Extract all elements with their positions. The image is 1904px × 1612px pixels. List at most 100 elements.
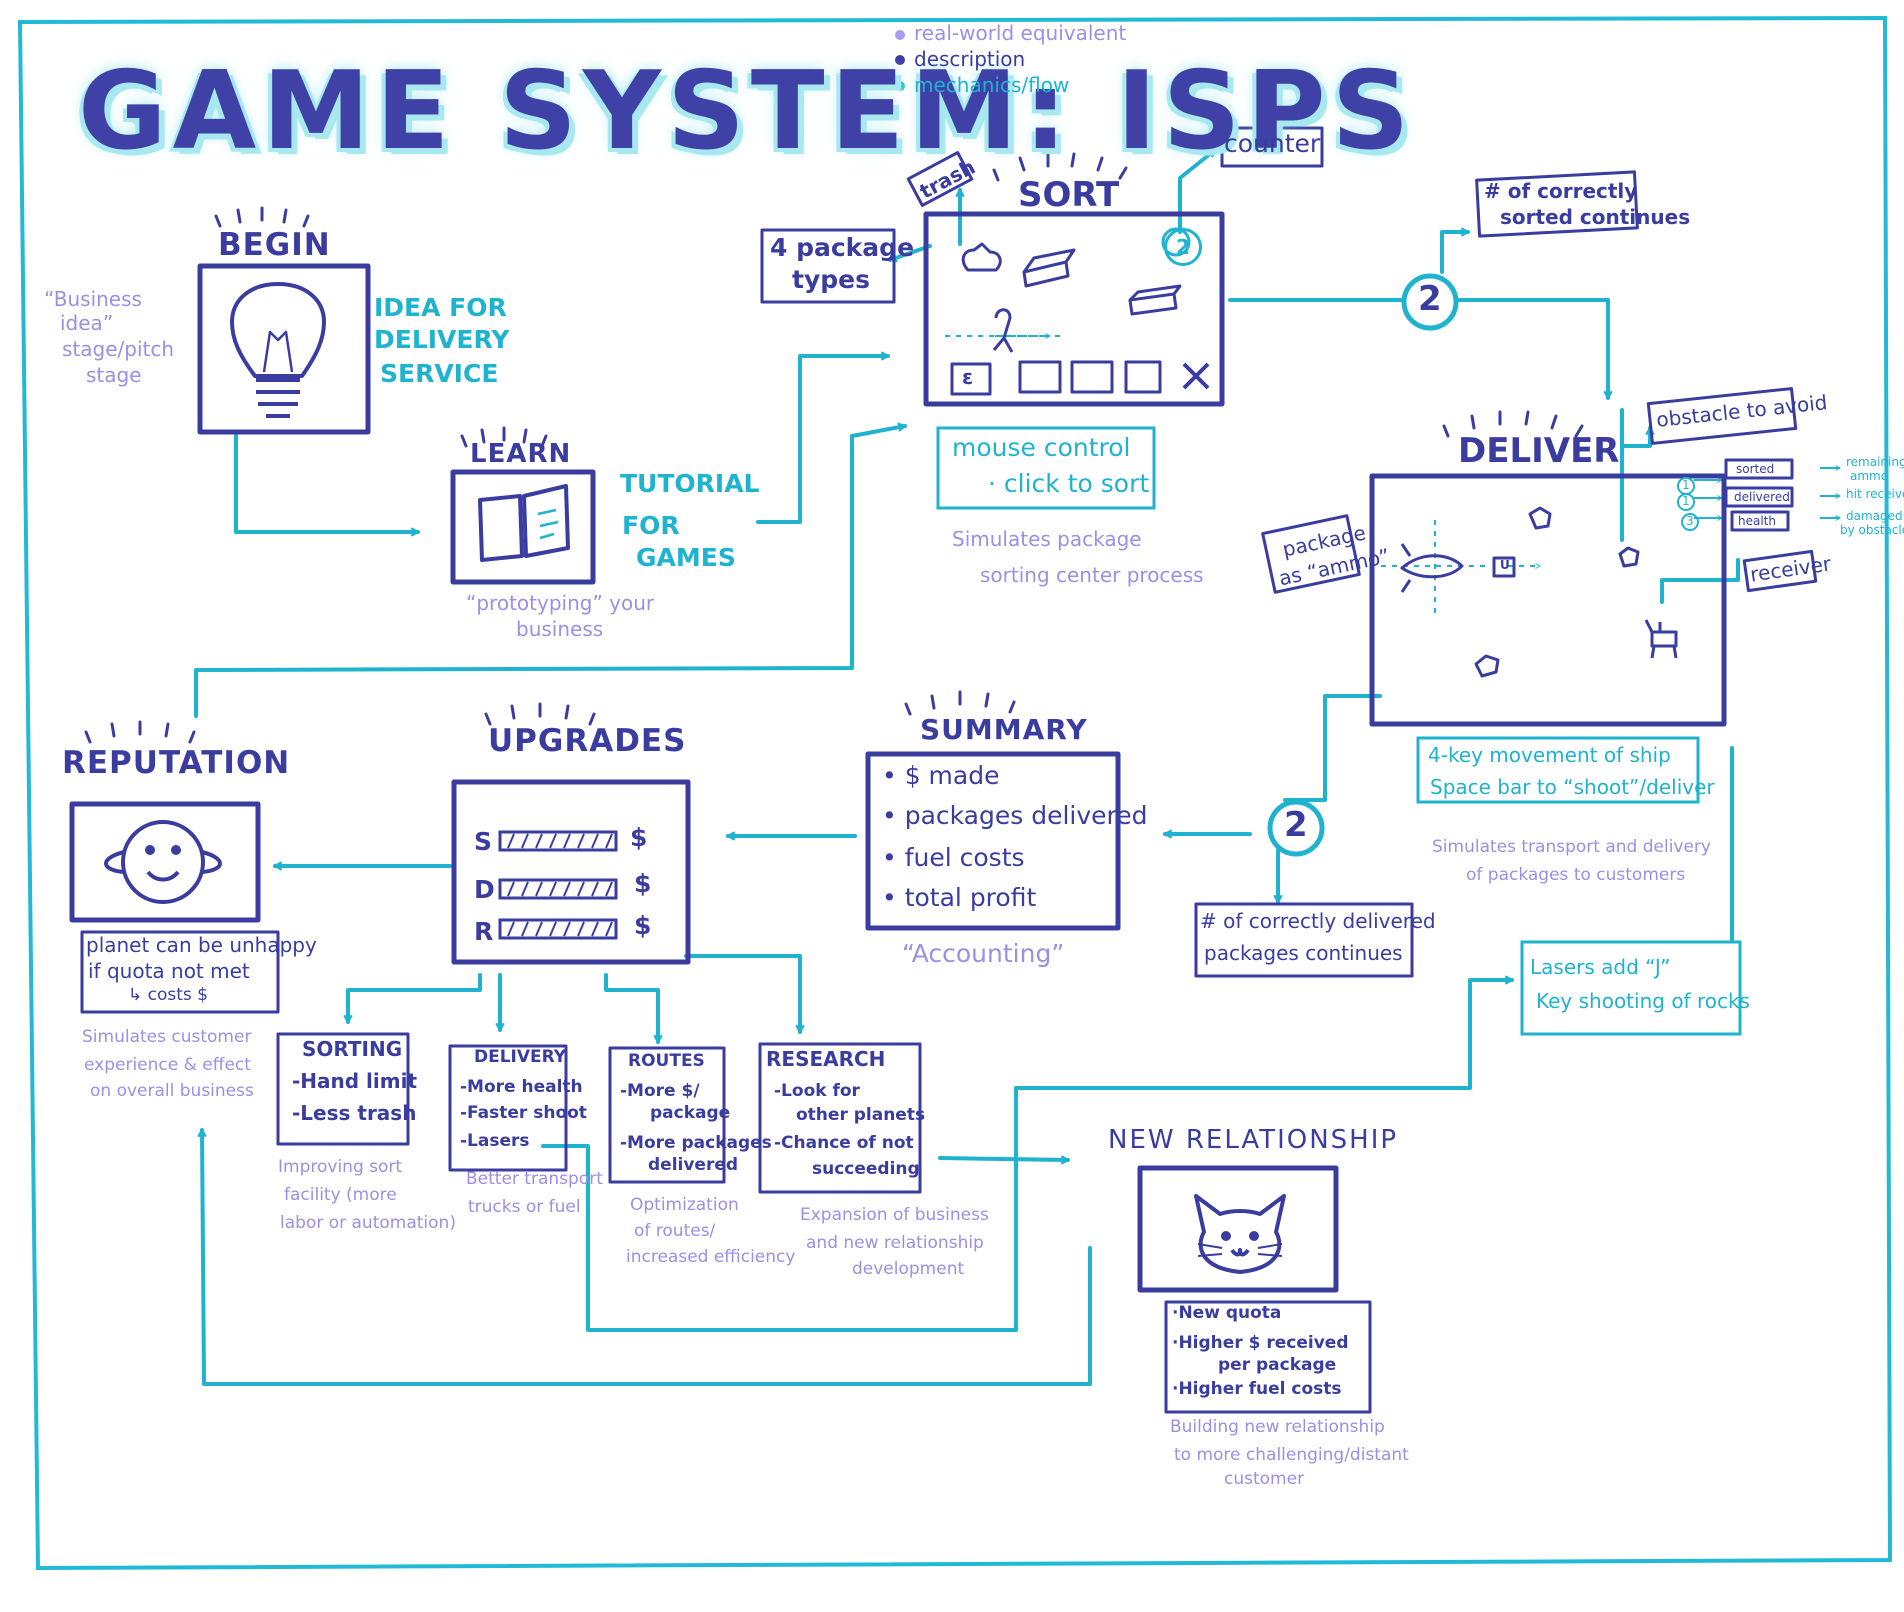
sort-real-world-1: Simulates package	[952, 527, 1142, 551]
sorting-title: SORTING	[302, 1037, 403, 1061]
package-icon	[1022, 248, 1076, 288]
upgrade-letter-r: R	[474, 917, 494, 946]
hud-note-obstacles: by obstacles	[1840, 523, 1904, 537]
research-item-1: -Look for	[774, 1081, 860, 1101]
hud-num-1: 1	[1682, 478, 1690, 492]
new-relationship-real-world-2: to more challenging/distant	[1174, 1445, 1409, 1465]
reputation-box	[69, 801, 261, 923]
routes-item-1: -More $/	[620, 1081, 700, 1101]
upgrade-cost-r: $	[634, 911, 652, 940]
begin-mechanic-2: DELIVERY	[374, 325, 510, 354]
begin-box	[197, 263, 371, 435]
sort-flow-badge: 2	[1418, 279, 1442, 319]
routes-real-world-1: Optimization	[630, 1195, 739, 1215]
research-item-3: -Chance of not	[774, 1133, 914, 1153]
hud-note-ammo: ammo	[1850, 469, 1889, 483]
hud-box-sorted: sorted	[1736, 462, 1775, 476]
research-title: RESEARCH	[766, 1047, 886, 1071]
sort-box	[923, 211, 1225, 407]
deliver-box	[1369, 473, 1727, 727]
upgrade-letter-s: S	[474, 827, 493, 856]
delivery-title: DELIVERY	[474, 1047, 567, 1067]
sorting-real-world-3: labor or automation)	[280, 1213, 456, 1233]
learn-real-world-1: “prototyping” your	[466, 591, 655, 615]
ammo-box-glyph: U	[1500, 558, 1510, 572]
boxes	[69, 211, 1727, 1293]
legend-dot-real-world	[895, 30, 905, 40]
hud-box-delivered: delivered	[1734, 490, 1790, 504]
learn-box	[450, 469, 596, 585]
outer-frame	[17, 15, 1893, 1571]
counter-label: counter	[1224, 129, 1321, 158]
new-relationship-item-3: per package	[1218, 1355, 1337, 1375]
legend-dot-description	[895, 55, 905, 65]
correct-delivered-2: packages continues	[1204, 941, 1403, 965]
routes-item-2: package	[650, 1103, 731, 1123]
sort-reject-icon	[1182, 362, 1210, 390]
correct-delivered-1: # of correctly delivered	[1200, 909, 1436, 933]
flow-arrows	[194, 148, 1740, 1386]
hud-num-3: 3	[1686, 514, 1694, 528]
correct-sorted-2: sorted continues	[1500, 205, 1691, 229]
begin-real-world-1: “Business	[44, 287, 142, 311]
lightbulb-icon	[230, 282, 326, 418]
research-item-4: succeeding	[812, 1159, 920, 1179]
research-real-world-2: and new relationship	[806, 1233, 984, 1253]
begin-real-world-4: stage	[86, 363, 142, 387]
summary-item-1: • $ made	[882, 761, 1000, 790]
rocket-ship-icon	[1400, 543, 1464, 593]
new-relationship-item-4: ·Higher fuel costs	[1172, 1379, 1342, 1399]
reputation-real-world-1: Simulates customer	[82, 1027, 252, 1047]
learn-real-world-2: business	[516, 617, 604, 641]
legend-label-real-world: real-world equivalent	[914, 21, 1127, 45]
sort-real-world-2: sorting center process	[980, 563, 1204, 587]
flow-badge-circles	[1267, 273, 1459, 857]
delivery-item-1: -More health	[460, 1077, 583, 1097]
trash-bag-icon	[961, 242, 1002, 272]
reputation-note-1: planet can be unhappy	[86, 933, 317, 957]
sorting-real-world-1: Improving sort	[278, 1157, 403, 1177]
routes-title: ROUTES	[628, 1051, 705, 1071]
asteroid-icon-3	[1474, 654, 1500, 678]
package-flat-icon	[1128, 284, 1182, 316]
summary-flow-badge: 2	[1284, 805, 1308, 845]
learn-mechanic-1: TUTORIAL	[620, 469, 760, 498]
diagram-title: GAME SYSTEM: ISPS	[78, 49, 1416, 174]
sorting-item-1: -Hand limit	[292, 1069, 418, 1093]
new-relationship-real-world-1: Building new relationship	[1170, 1417, 1385, 1437]
reputation-real-world-2: experience & effect	[84, 1055, 251, 1075]
summary-item-3: • fuel costs	[882, 843, 1025, 872]
new-relationship-box	[1137, 1165, 1339, 1293]
begin-real-world-3: stage/pitch	[62, 337, 175, 361]
sort-slot-4	[1124, 360, 1162, 394]
summary-item-2: • packages delivered	[882, 801, 1148, 830]
reputation-note-2: if quota not met	[88, 959, 250, 983]
begin-real-world-2: idea”	[60, 311, 114, 335]
summary-box	[865, 751, 1121, 931]
summary-title: SUMMARY	[920, 713, 1088, 746]
begin-title: BEGIN	[218, 227, 331, 263]
upgrades-box	[451, 779, 691, 965]
hud-note-damaged: damaged	[1846, 509, 1903, 523]
sort-slot-3	[1070, 360, 1114, 394]
sort-mechanic-2: · click to sort	[988, 469, 1150, 498]
hud-box-health: health	[1738, 514, 1776, 528]
new-relationship-item-2: ·Higher $ received	[1172, 1333, 1349, 1353]
sorter-robot-icon	[992, 308, 1014, 353]
hud-note-remaining: remaining	[1846, 455, 1904, 469]
delivery-item-2: -Faster shoot	[460, 1103, 587, 1123]
upgrade-cost-d: $	[634, 869, 652, 898]
routes-real-world-3: increased efficiency	[626, 1247, 796, 1267]
open-book-icon	[478, 484, 570, 562]
upgrade-letter-d: D	[474, 875, 495, 904]
routes-real-world-2: of routes/	[634, 1221, 716, 1241]
begin-mechanic-3: SERVICE	[380, 359, 499, 388]
lasers-2: Key shooting of rocks	[1536, 989, 1750, 1013]
legend-dot-mechanics	[895, 81, 905, 91]
new-relationship-real-world-3: customer	[1224, 1469, 1305, 1489]
routes-item-3: -More packages	[620, 1133, 772, 1153]
cat-face-icon	[1194, 1194, 1286, 1274]
deliver-real-world-1: Simulates transport and delivery	[1432, 837, 1711, 857]
